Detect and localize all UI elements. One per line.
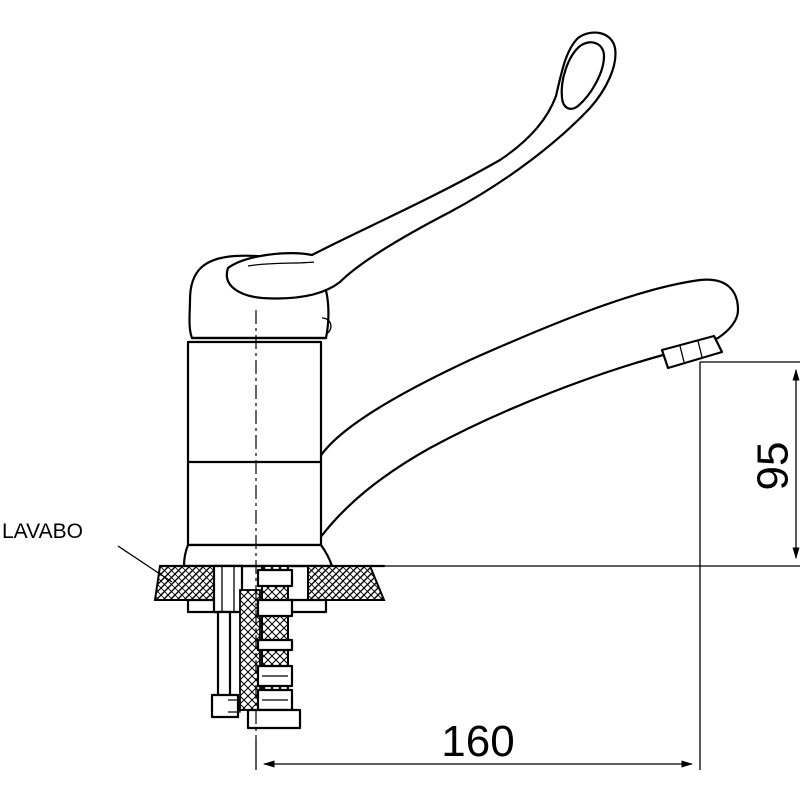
lever-handle (225, 31, 617, 300)
mounting-hardware (186, 564, 328, 719)
spout (305, 278, 740, 540)
flexible-hoses (239, 565, 302, 730)
faucet-body (182, 254, 334, 568)
dimension-reach-label: 160 (441, 717, 514, 766)
basin-slab (153, 564, 386, 601)
dimension-reach: 160 (255, 362, 701, 770)
dimension-height-label: 95 (748, 442, 797, 491)
dimension-height: 95 (384, 361, 800, 567)
basin-label: LAVABO (2, 520, 83, 543)
basin-callout: LAVABO (2, 520, 173, 583)
